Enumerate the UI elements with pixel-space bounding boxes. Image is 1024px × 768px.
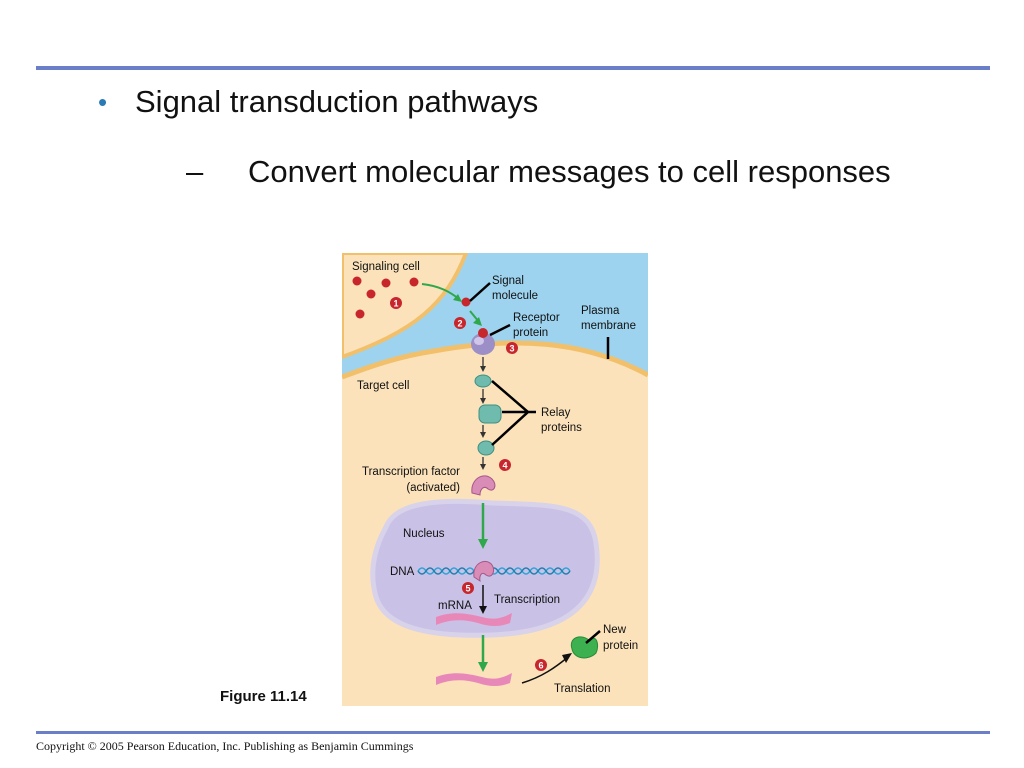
relay-protein [477,440,495,456]
translation-arrowhead [562,653,572,663]
mrna-in-cytoplasm [436,673,512,686]
transcription-factor-label: Transcription factor [362,466,460,478]
signal-molecule [352,276,362,286]
figure-caption: Figure 11.14 [220,688,307,705]
svg-text:4: 4 [502,461,507,471]
step-badge-4: 4 [499,459,511,471]
receptor-protein-label: protein [513,327,548,339]
svg-text:2: 2 [457,319,462,329]
transcription-arrowhead [479,606,487,614]
nucleus-label: Nucleus [403,528,445,540]
relay-arrowhead [480,464,486,470]
sub-bullet-marker: – [186,154,204,189]
relay-arrowhead [480,432,486,438]
svg-text:1: 1 [393,299,398,309]
transcription-label: Transcription [494,594,560,606]
signal-molecule [461,297,471,307]
release-arrowhead [453,294,462,302]
transcription-factor-label: (activated) [406,482,460,494]
new-protein [570,636,599,659]
relay-protein [478,404,502,424]
plasma-membrane [342,340,648,380]
svg-text:6: 6 [538,661,543,671]
transcription-factor [471,475,496,496]
receptor-pointer [489,323,511,337]
bound-transcription-factor [473,561,495,583]
bullet-marker: • [98,87,108,117]
step-badge-1: 1 [390,297,402,309]
translation-label: Translation [554,683,610,695]
sub-bullet-text: Convert molecular messages to cell respo… [248,154,891,189]
signal-molecule [381,278,391,288]
green-pathway-arrowhead [478,539,488,549]
relay-proteins-label: proteins [541,422,582,434]
step-badge-2: 2 [454,317,466,329]
bullet-text: Signal transduction pathways [135,84,539,119]
step-badge-6: 6 [535,659,547,671]
relay-arrowhead [480,366,486,372]
signal-molecules-group [352,276,471,319]
new-protein-label: protein [603,640,638,652]
signal-transduction-diagram: 1 2 3 4 5 6 Signaling cell Signal molecu… [342,253,648,706]
top-rule [36,66,990,70]
receptor-protein-highlight [474,337,484,345]
step-badge-3: 3 [506,342,518,354]
plasma-membrane-label: Plasma [581,305,620,317]
signal-molecule [409,277,419,287]
relay-protein [474,374,492,388]
signal-molecule-pointer [469,282,491,302]
svg-text:5: 5 [465,584,470,594]
binding-arrowhead [473,317,482,326]
signaling-cell-label: Signaling cell [352,261,420,273]
mrna-in-nucleus [436,613,512,626]
target-cell-label: Target cell [357,380,409,392]
signaling-cell-region [342,253,469,360]
dna-strand [417,567,571,575]
signal-molecule [355,309,365,319]
green-export-arrowhead [478,662,488,672]
relay-pointer-lines [491,380,536,446]
new-protein-pointer [585,630,601,644]
new-protein-label: New [603,624,627,636]
relay-proteins-label: Relay [541,407,571,419]
relay-arrowhead [480,398,486,404]
dna-label: DNA [390,566,415,578]
signal-molecule [366,289,376,299]
mrna-label: mRNA [438,600,472,612]
receptor-protein-label: Receptor [513,312,560,324]
signal-molecule-label: molecule [492,290,538,302]
svg-text:3: 3 [509,344,514,354]
bound-signal-molecule [478,328,488,338]
copyright-footer: Copyright © 2005 Pearson Education, Inc.… [36,739,414,753]
signal-molecule-label: Signal [492,275,524,287]
plasma-membrane-label: membrane [581,320,636,332]
dna-strand [417,567,571,575]
step-badge-5: 5 [462,582,474,594]
bottom-rule [36,731,990,734]
